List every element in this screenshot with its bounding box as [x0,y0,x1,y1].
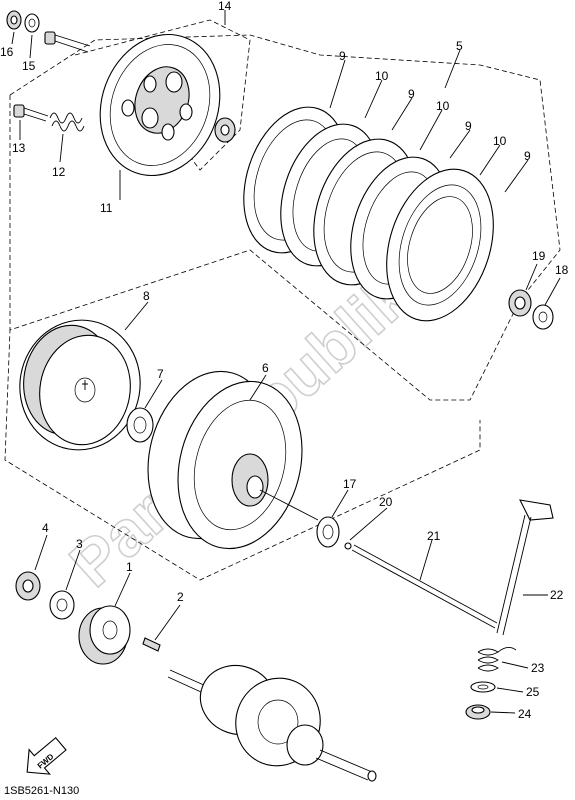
part-19-nut [508,289,532,317]
part-3-washer [49,590,75,620]
callout-2: 2 [177,590,184,604]
callout-1: 1 [126,560,133,574]
part-21-push-rod [351,544,498,629]
callout-17: 17 [343,477,357,491]
part-23-spring [477,647,517,672]
callout-3: 3 [76,537,83,551]
part-9-friction-plate-c [386,168,494,322]
part-8-primary-gear [19,319,141,451]
callout-7: 7 [157,367,164,381]
callout-9a: 9 [339,49,346,63]
part-16-nut [6,10,22,30]
callout-9d: 9 [524,149,531,163]
crankshaft [167,664,377,782]
callout-4: 4 [42,521,49,535]
part-24-oil-seal [465,704,491,720]
part-17-thrust-washer [316,516,340,548]
assembly-boundary-5 [4,34,561,581]
part-12-spring [49,112,85,132]
callout-14: 14 [218,0,232,13]
callout-16: 16 [0,45,14,59]
fwd-arrow-icon: FWD [26,736,67,775]
plate-washer [214,117,236,143]
callout-12: 12 [52,165,66,179]
callout-6: 6 [262,361,269,375]
callout-10b: 10 [436,99,450,113]
callout-9b: 9 [408,87,415,101]
part-1-drive-gear [78,605,131,665]
callout-25: 25 [526,685,540,699]
part-14-bolt [44,31,91,53]
part-4-nut [15,571,41,601]
callout-20: 20 [379,495,393,509]
callout-13: 13 [12,141,26,155]
part-13-bolt [13,104,49,122]
callout-24: 24 [518,707,532,721]
part-6-clutch-housing [147,370,319,550]
callouts: 16 15 14 5 9 10 9 10 9 10 9 13 12 11 19 … [0,0,569,721]
part-22-push-lever-shaft [496,499,554,636]
part-25-washer [470,681,496,693]
callout-5: 5 [456,39,463,53]
callout-22: 22 [550,588,564,602]
callout-18: 18 [555,263,569,277]
callout-21: 21 [427,529,441,543]
callout-19: 19 [532,249,546,263]
callout-8: 8 [143,289,150,303]
document-code: 1SB5261-N130 [4,785,79,797]
part-18-lock-washer [532,304,554,330]
leader-lines [11,10,561,714]
part-11-pressure-plate [99,33,221,177]
part-2-key [142,637,161,652]
part-20-ball [344,542,352,550]
part-7-lock-washer [126,407,154,443]
callout-9c: 9 [465,119,472,133]
callout-10a: 10 [375,69,389,83]
part-15-washer [24,13,40,33]
callout-23: 23 [531,661,545,675]
callout-15: 15 [22,59,36,73]
callout-11: 11 [100,201,113,215]
callout-10c: 10 [493,134,507,148]
assembly-boundary-14 [74,19,251,171]
